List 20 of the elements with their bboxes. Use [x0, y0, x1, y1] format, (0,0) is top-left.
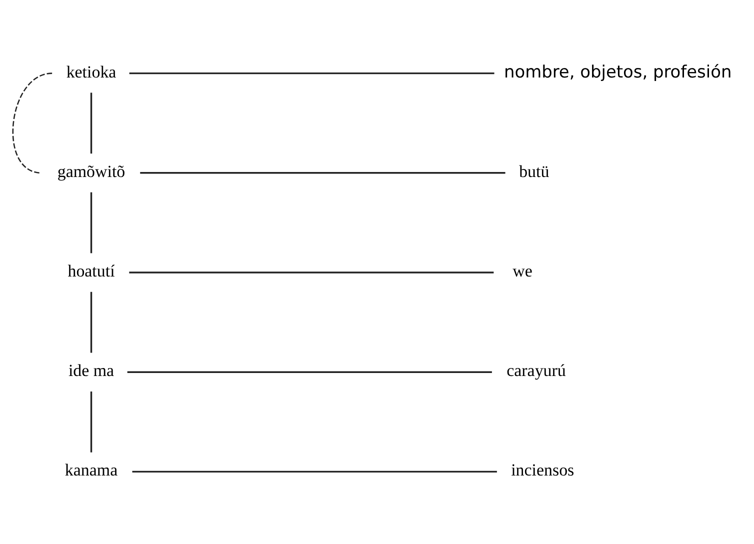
- connector: [129, 271, 494, 273]
- node-text: nombre, objetos, profesión: [504, 60, 732, 81]
- connector: [127, 370, 492, 372]
- node-text: carayurú: [506, 360, 566, 380]
- connector: [90, 291, 92, 352]
- connector: [90, 390, 92, 452]
- connector: [132, 470, 497, 472]
- node-text: ide ma: [68, 360, 114, 380]
- connector: [12, 72, 52, 174]
- connector: [129, 72, 494, 74]
- node-text: we: [512, 261, 532, 280]
- connector: [90, 192, 92, 253]
- connector: [90, 92, 92, 154]
- node-text: inciensos: [511, 460, 574, 480]
- node-text: hoatutí: [68, 261, 115, 280]
- connector: [140, 172, 506, 174]
- node-text: gamõwitõ: [57, 161, 126, 180]
- node-text: ketioka: [66, 62, 116, 81]
- node-text: kanama: [64, 460, 118, 480]
- node-text: butü: [519, 161, 550, 180]
